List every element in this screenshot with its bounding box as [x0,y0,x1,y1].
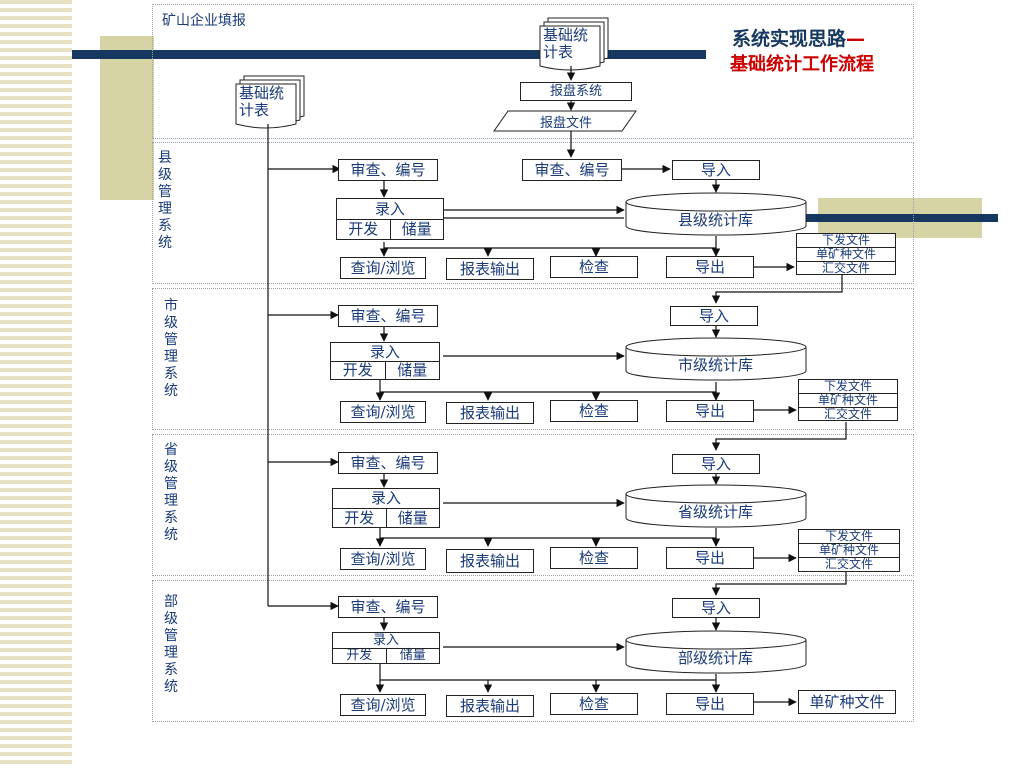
city-system-label: 市级管理系统 [164,298,178,399]
province-export-box: 导出 [666,547,754,569]
reserve-label: 储量 [384,361,440,380]
province-query-box: 查询/浏览 [340,548,426,570]
report-file-shape [493,110,637,132]
develop-label: 开发 [342,361,373,379]
ministry-system-label: 部级管理系统 [164,594,178,695]
ministry-files-box: 单矿种文件 [798,690,896,714]
province-panel [152,434,914,576]
county-system-label: 县级管理系统 [158,150,172,251]
base-doc-left-label: 基础统 计表 [239,84,285,119]
county-report-out-box: 报表输出 [446,258,534,280]
ministry-query-box: 查询/浏览 [340,694,426,716]
entry-label: 录入 [372,633,399,648]
enterprise-panel-label: 矿山企业填报 [162,13,246,29]
ministry-report-out-box: 报表输出 [446,695,534,717]
file-issue: 下发文件 [824,529,873,543]
county-review-box: 审查、编号 [338,159,438,181]
province-system-label: 省级管理系统 [164,442,178,543]
county-panel [152,142,914,284]
county-query-box: 查询/浏览 [340,257,426,279]
city-report-out-box: 报表输出 [446,402,534,424]
county-review-box-top: 审查、编号 [522,159,622,181]
county-entry-box: 录入 开发 储量 [336,198,444,240]
city-review-box: 审查、编号 [338,305,438,327]
diagram-title: 系统实现思路— [732,28,866,50]
province-import-box: 导入 [672,454,760,474]
ministry-db-shape [625,630,807,674]
reserve-label: 储量 [385,648,440,664]
city-import-box: 导入 [670,306,758,326]
reserve-label: 储量 [385,508,440,528]
province-files-box: 下发文件 单矿种文件 汇交文件 [798,529,900,572]
diagram-subtitle: 基础统计工作流程 [730,54,874,75]
ministry-panel [152,580,914,722]
city-db-label: 市级统计库 [678,356,754,374]
reserve-label: 储量 [389,219,444,240]
entry-label: 录入 [370,489,401,507]
city-entry-box: 录入 开发 储量 [330,342,440,380]
city-check-box: 检查 [550,400,638,422]
province-db-label: 省级统计库 [678,503,754,521]
file-submit: 汇交文件 [823,407,872,421]
file-single-mineral: 单矿种文件 [797,247,895,262]
county-db-shape [625,192,807,236]
province-db-shape [625,484,807,528]
ministry-check-box: 检查 [550,693,638,715]
develop-label: 开发 [348,220,379,238]
province-entry-box: 录入 开发 储量 [332,488,440,528]
city-export-box: 导出 [666,400,754,422]
ministry-export-box: 导出 [666,693,754,715]
province-review-box: 审查、编号 [338,452,438,474]
city-panel [152,288,914,430]
striped-margin [0,0,72,768]
base-doc-icon-left [235,75,305,129]
province-report-out-box: 报表输出 [446,549,534,573]
ministry-review-box: 审查、编号 [338,596,438,618]
file-issue: 下发文件 [821,233,870,247]
base-doc-icon-top [539,17,609,71]
city-files-box: 下发文件 单矿种文件 汇交文件 [798,379,898,421]
ministry-db-label: 部级统计库 [678,649,754,667]
county-import-box: 导入 [672,160,760,180]
entry-label: 录入 [374,200,405,218]
enterprise-panel [152,4,914,139]
ministry-import-box: 导入 [672,598,760,618]
province-check-box: 检查 [550,547,638,569]
report-system-box: 报盘系统 [520,82,632,101]
file-single-mineral: 单矿种文件 [799,393,897,408]
file-issue: 下发文件 [823,379,872,393]
city-db-shape [625,337,807,381]
accent-square-left [100,36,154,200]
file-single-mineral: 单矿种文件 [799,543,899,558]
county-check-box: 检查 [550,256,638,278]
report-file-label: 报盘文件 [540,116,593,131]
accent-bar-right [804,214,998,222]
accent-bar-top [72,50,706,59]
base-doc-top-label: 基础统 计表 [543,26,589,61]
develop-label: 开发 [346,648,373,663]
county-db-label: 县级统计库 [678,211,754,229]
file-submit: 汇交文件 [821,261,870,275]
entry-label: 录入 [369,343,400,361]
file-submit: 汇交文件 [824,557,873,571]
county-files-box: 下发文件 单矿种文件 汇交文件 [796,233,896,275]
county-export-box: 导出 [666,256,754,278]
develop-label: 开发 [344,509,375,527]
ministry-entry-box: 录入 开发 储量 [332,632,440,664]
city-query-box: 查询/浏览 [340,401,426,423]
